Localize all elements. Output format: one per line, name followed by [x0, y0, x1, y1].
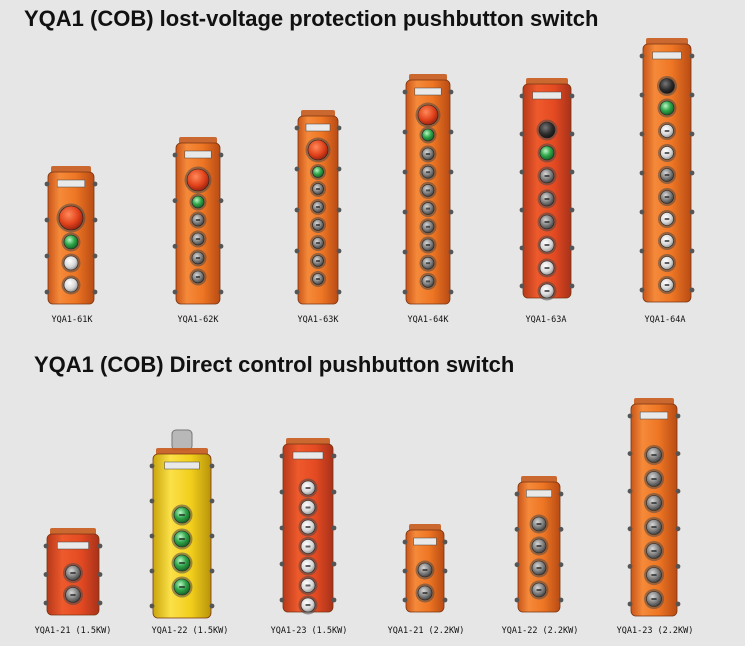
- pendant-station: [402, 524, 448, 613]
- pendant-station: [519, 78, 575, 301]
- model-caption: YQA1-63K: [297, 315, 339, 325]
- cable-gland: [171, 429, 193, 451]
- model-caption: YQA1-23 (1.5KW): [270, 626, 348, 636]
- section-title-lost-voltage: YQA1 (COB) lost-voltage protection pushb…: [24, 6, 599, 31]
- model-caption: YQA1-22 (2.2KW): [501, 626, 579, 636]
- pendant-station: [172, 137, 224, 305]
- model-caption: YQA1-21 (2.2KW): [387, 626, 465, 636]
- model-caption: YQA1-63A: [525, 315, 567, 325]
- model-caption: YQA1-21 (1.5KW): [34, 626, 112, 636]
- pendant-station: [149, 448, 215, 619]
- pendant-station: [639, 38, 695, 303]
- pendant-station: [627, 398, 681, 617]
- model-caption: YQA1-23 (2.2KW): [616, 626, 694, 636]
- model-caption: YQA1-64K: [407, 315, 449, 325]
- model-caption: YQA1-62K: [177, 315, 219, 325]
- section-title-direct-control: YQA1 (COB) Direct control pushbutton swi…: [34, 352, 515, 377]
- pendant-station: [514, 476, 564, 613]
- model-caption: YQA1-61K: [51, 315, 93, 325]
- model-caption: YQA1-64A: [644, 315, 686, 325]
- pendant-station: [294, 110, 342, 305]
- pendant-station: [402, 74, 454, 305]
- pendant-station: [44, 166, 98, 305]
- model-caption: YQA1-22 (1.5KW): [151, 626, 229, 636]
- pendant-station: [279, 438, 337, 615]
- pendant-station: [43, 528, 103, 616]
